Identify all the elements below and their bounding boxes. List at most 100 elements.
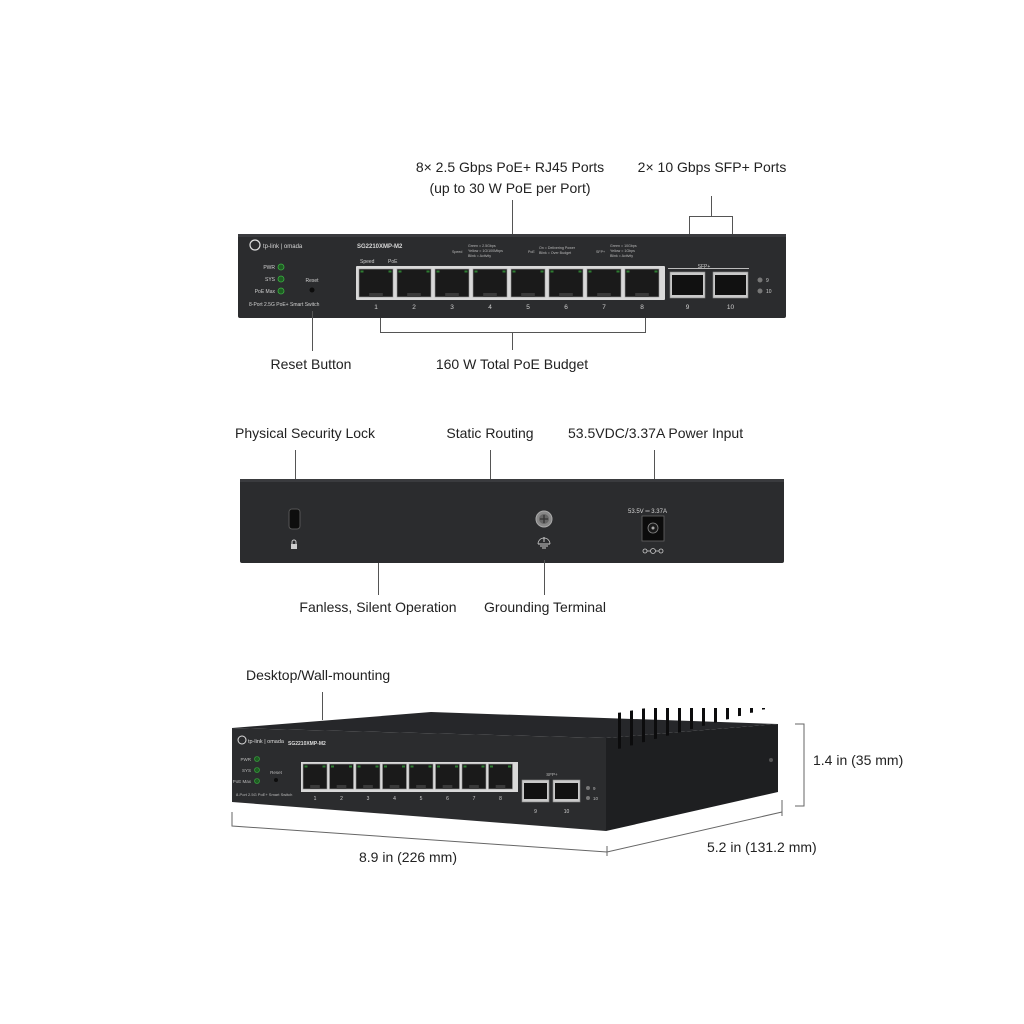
static-routing-callout: Static Routing [446,425,534,441]
poe-legend: PoE On = Delivering Power Blink = Over B… [528,246,576,255]
rj45-port[interactable] [302,763,328,790]
port-led-icon [455,765,458,768]
port-led-icon [540,270,544,273]
port-number: 5 [526,304,530,311]
port-number: 2 [412,304,416,311]
led-label-poemax: PoE Max [255,289,276,295]
sfp-port[interactable] [669,271,706,299]
rj45-port[interactable] [329,763,354,790]
port-led-icon [481,765,485,768]
poe-budget-callout: 160 W Total PoE Budget [435,356,589,372]
rj45-port[interactable] [548,268,584,298]
sfp-leader-bar [689,216,733,217]
speed-label: Speed [360,259,375,265]
port-led-icon [384,765,387,768]
rj45-ports-callout-line2: (up to 30 W PoE per Port) [429,180,591,196]
port-number: 9 [686,304,690,311]
port-number: 6 [564,304,568,311]
fanless-callout: Fanless, Silent Operation [299,599,457,615]
led-label-pwr: PWR [263,265,275,271]
poe-bracket-right [645,318,646,332]
switch-3d-view: tp-link | omada SG2210XMP-M2 PWR SYS PoE… [232,708,778,831]
port-led-icon [388,270,392,273]
ground-symbol-icon [537,537,551,549]
port-number: 8 [640,304,644,311]
port-led-icon [304,765,308,768]
port-led-icon [508,765,511,768]
grounding-leader-line [544,560,545,595]
rj45-port[interactable] [461,763,487,790]
sys-led-icon [277,275,285,283]
sfp-leds: 9 10 [586,786,599,801]
reset-button-callout: Reset Button [270,356,352,372]
poe-legend-line: On = Delivering Power [539,246,576,250]
rj45-port[interactable] [382,763,407,790]
poe-legend-line: Blink = Over Budget [539,251,571,255]
rj45-port[interactable] [396,268,432,298]
brand-text: tp-link | omada [248,739,285,745]
rj45-port[interactable] [510,268,546,298]
panel-subtitle: 8-Port 2.5G PoE+ Smart Switch [236,792,292,797]
sfp-legend-line: Green = 10Gbps [610,244,637,248]
port-led-icon [654,270,658,273]
rj45-ports [302,763,513,790]
rj45-ports [358,268,660,298]
port-led-icon [474,270,478,273]
sfp-led-label: 9 [593,786,596,791]
port-number: 2 [340,796,343,802]
sfp-led-icon [757,277,763,283]
rj45-port[interactable] [624,268,660,298]
sfp-led-label: 10 [593,796,599,801]
reset-label: Reset [270,770,283,775]
rj45-port[interactable] [488,763,513,790]
rj45-port[interactable] [358,268,394,298]
rj45-port[interactable] [355,763,381,790]
port-led-icon [360,270,364,273]
poe-bracket-bar [380,332,646,333]
rj45-port[interactable] [434,268,470,298]
sfp-leader-stem [711,196,712,216]
rj45-port[interactable] [435,763,460,790]
security-lock-callout: Physical Security Lock [235,425,376,441]
port-number: 4 [488,304,492,311]
power-input-callout: 53.5VDC/3.37A Power Input [568,425,744,441]
rj45-port[interactable] [472,268,508,298]
routing-leader-line [490,450,491,480]
port-number: 7 [602,304,606,311]
sfp-legend-line: Yellow = 1Gbps [610,249,635,253]
sfp-port[interactable] [521,779,550,803]
lock-icon [291,539,297,549]
sfp-port[interactable] [712,271,749,299]
port-led-icon [428,765,432,768]
port-led-icon [490,765,493,768]
poe-label: PoE [388,259,398,265]
speed-legend-line: Blink = Activity [468,254,491,258]
sfp-header: SFP+ [546,772,558,777]
brand-text: tp-link | omada [263,244,303,250]
grounding-screw-icon[interactable] [535,510,553,528]
rj45-port[interactable] [586,268,622,298]
status-leds: PWR SYS PoE Max [255,263,285,295]
mounting-callout: Desktop/Wall-mounting [246,667,391,683]
rj45-port[interactable] [408,763,434,790]
sfp-led-icon [586,796,590,800]
reset-button[interactable] [274,778,278,782]
height-callout: 1.4 in (35 mm) [813,752,904,768]
led-label-poemax: PoE Max [233,779,252,784]
led-label-sys: SYS [242,768,251,773]
speed-tag: Speed [452,250,462,254]
port-number: 7 [473,796,476,802]
sfp-legend: SFP+ Green = 10Gbps Yellow = 1Gbps Blink… [596,244,637,258]
sfp-port[interactable] [552,779,581,803]
side-vents [618,708,765,749]
rj45-ports-callout-line1: 8× 2.5 Gbps PoE+ RJ45 Ports [415,159,605,175]
reset-button[interactable] [309,287,315,293]
dc-power-jack[interactable] [641,515,665,542]
port-led-icon [550,270,554,273]
port-number: 1 [374,304,378,311]
reset-leader-line [312,311,313,351]
port-led-icon [349,765,352,768]
port-led-icon [436,270,440,273]
